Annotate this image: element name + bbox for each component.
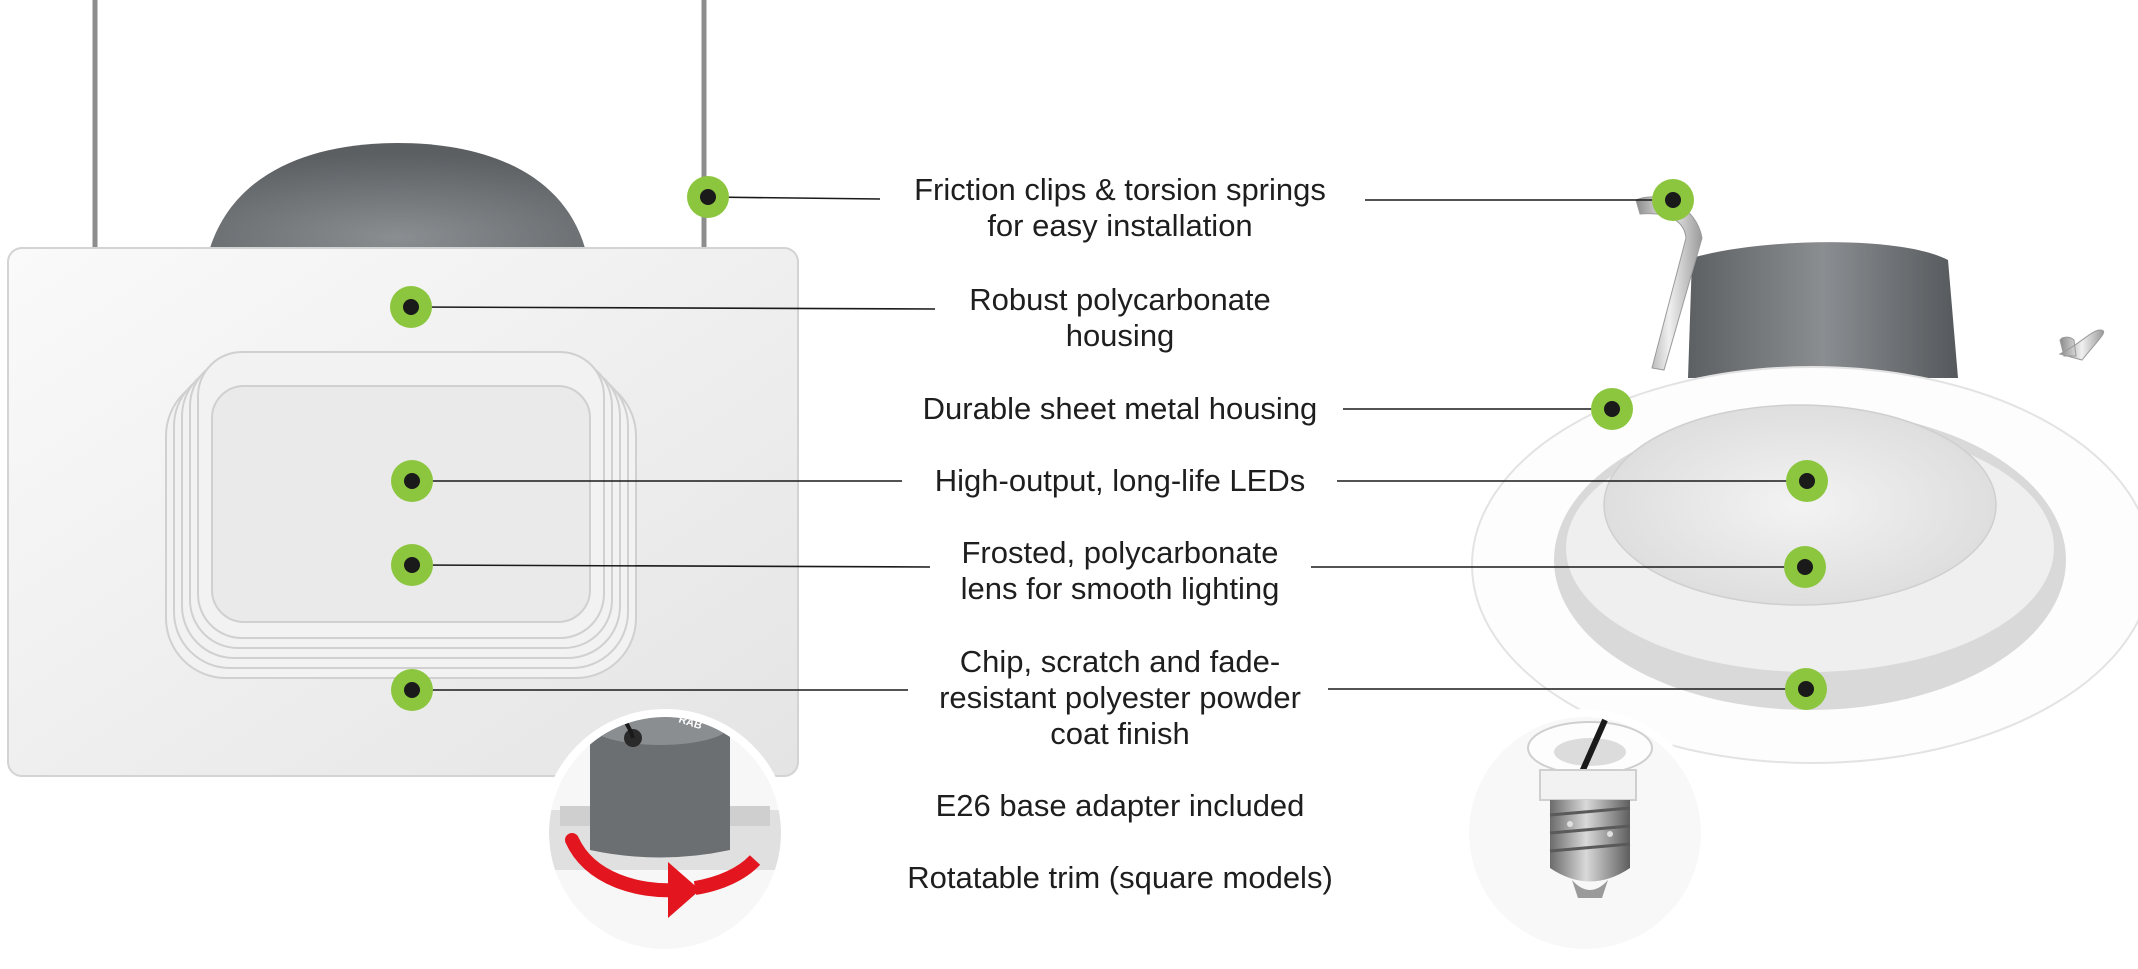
marker-finish-left [391, 669, 433, 711]
callout-line: Rotatable trim (square models) [907, 860, 1333, 895]
marker-leds-left [391, 460, 433, 502]
rotatable-trim-inset: RAB [541, 709, 789, 957]
marker-finish-right [1785, 668, 1827, 710]
callout-sheet-metal-housing: Durable sheet metal housing [880, 391, 1360, 427]
marker-lens-left [391, 544, 433, 586]
square-downlight [7, 0, 799, 777]
leader-line-clips-left [707, 196, 881, 200]
marker-polycarbonate-housing [390, 286, 432, 328]
round-lens [1603, 404, 1997, 606]
callout-line: High-output, long-life LEDs [934, 463, 1306, 498]
housing-can [1688, 242, 1958, 378]
e26-adapter-inset [1461, 709, 1709, 957]
callout-leds: High-output, long-life LEDs [880, 463, 1360, 499]
marker-leds-right [1786, 460, 1828, 502]
callout-markers [390, 176, 1828, 711]
right-torsion-clip [2058, 329, 2105, 361]
callout-line: Frosted, polycarbonate [961, 535, 1279, 570]
leader-lines [410, 196, 1807, 691]
callout-line: E26 base adapter included [935, 788, 1305, 823]
stepped-lens [165, 351, 637, 679]
marker-sheet-metal-housing [1591, 388, 1633, 430]
callout-line: Durable sheet metal housing [922, 391, 1318, 426]
callout-line: Chip, scratch and fade- [959, 644, 1281, 679]
leader-line-lens-left [411, 564, 931, 568]
callout-line: Friction clips & torsion springs [914, 172, 1326, 207]
marker-friction-clips-right [1652, 179, 1694, 221]
leader-line-housing [410, 306, 936, 310]
marker-friction-clips-left [687, 176, 729, 218]
callout-line: resistant polyester powder [939, 680, 1301, 715]
callout-line: Robust polycarbonate [969, 282, 1271, 317]
callout-e26-adapter: E26 base adapter included [880, 788, 1360, 824]
housing-dome [210, 143, 585, 248]
callout-line: housing [1065, 318, 1175, 353]
callout-line: for easy installation [987, 208, 1253, 243]
callout-line: coat finish [1050, 716, 1190, 751]
callout-line: lens for smooth lighting [960, 571, 1280, 606]
callout-friction-clips: Friction clips & torsion springs for eas… [880, 172, 1360, 244]
callout-powder-coat: Chip, scratch and fade- resistant polyes… [880, 644, 1360, 752]
callout-frosted-lens: Frosted, polycarbonate lens for smooth l… [880, 535, 1360, 607]
marker-lens-right [1784, 546, 1826, 588]
callout-rotatable-trim: Rotatable trim (square models) [880, 860, 1360, 896]
callout-polycarbonate-housing: Robust polycarbonate housing [880, 282, 1360, 354]
